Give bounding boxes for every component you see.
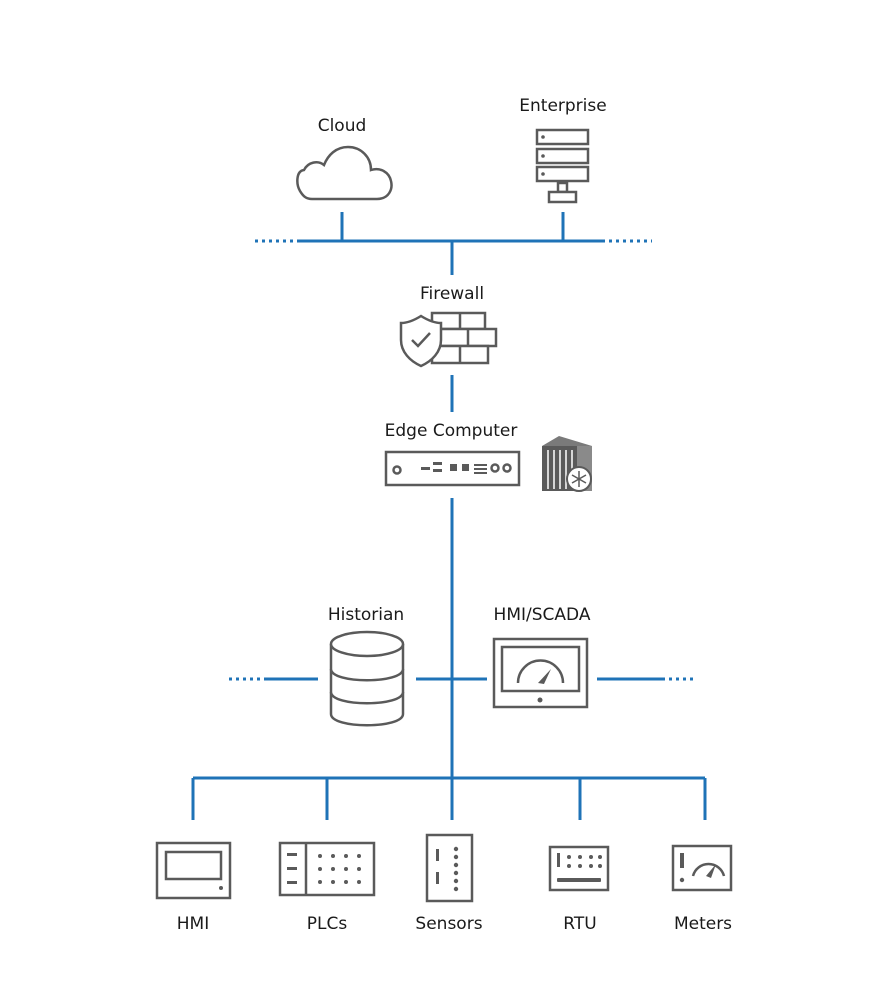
edge-appliance-snowflake-icon [542, 436, 592, 492]
cloud-label: Cloud [318, 116, 367, 136]
node-meters: Meters [671, 844, 733, 934]
node-cloud: Cloud [296, 116, 393, 201]
node-sensors: Sensors [415, 833, 483, 934]
enterprise-label: Enterprise [519, 96, 606, 116]
sensor-icon [425, 833, 474, 903]
network-connections [191, 212, 707, 820]
gauge-monitor-icon [492, 637, 589, 709]
hmi-scada-label: HMI/SCADA [494, 605, 591, 625]
node-plcs: PLCs [278, 841, 376, 934]
edge-computer-label: Edge Computer [385, 421, 518, 441]
hmi-label: HMI [177, 914, 209, 934]
plc-icon [278, 841, 376, 897]
node-historian: Historian [328, 605, 405, 727]
node-hmi-scada: HMI/SCADA [492, 605, 591, 709]
server-rack-icon [535, 128, 590, 204]
database-icon [329, 630, 405, 727]
node-enterprise: Enterprise [519, 96, 607, 204]
plcs-label: PLCs [307, 914, 348, 934]
sensors-label: Sensors [415, 914, 482, 934]
meters-label: Meters [674, 914, 732, 934]
meter-gauge-icon [671, 844, 733, 892]
cloud-icon [296, 145, 393, 201]
firewall-shield-icon [399, 311, 498, 368]
historian-label: Historian [328, 605, 404, 625]
node-hmi: HMI [155, 841, 232, 934]
node-rtu: RTU [548, 845, 610, 934]
edge-computer-icon [384, 450, 521, 487]
rtu-icon [548, 845, 610, 892]
firewall-label: Firewall [420, 284, 484, 304]
node-firewall: Firewall [399, 284, 498, 368]
hmi-panel-icon [155, 841, 232, 900]
node-edge-computer: Edge Computer [384, 421, 592, 492]
rtu-label: RTU [563, 914, 596, 934]
